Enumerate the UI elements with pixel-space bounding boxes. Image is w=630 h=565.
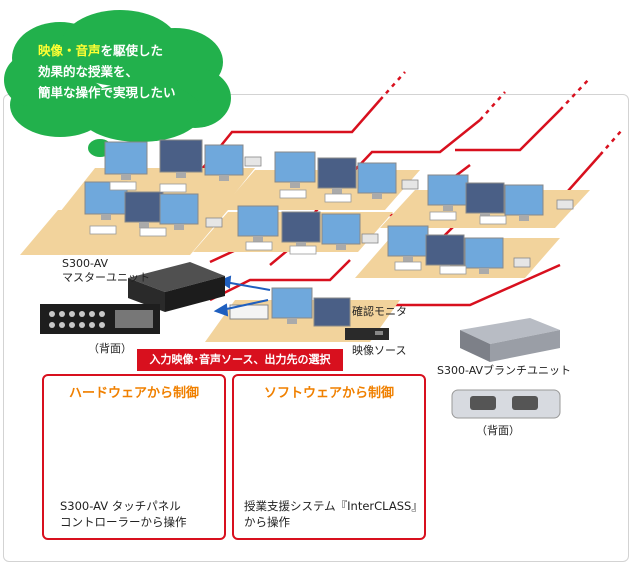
pc-monitors bbox=[84, 139, 544, 327]
video-source-label: 映像ソース bbox=[352, 344, 407, 357]
hardware-caption: S300-AV タッチパネル コントローラーから操作 bbox=[60, 498, 187, 530]
master-unit-back bbox=[40, 304, 160, 334]
back-label-right: （背面） bbox=[476, 424, 520, 437]
small-branch-boxes bbox=[205, 156, 574, 268]
bubble-line3: 簡単な操作で実現したい bbox=[38, 85, 176, 100]
master-unit-label-2: マスターユニット bbox=[62, 271, 150, 284]
bubble-line1: を駆使した bbox=[100, 43, 164, 58]
branch-unit bbox=[460, 318, 560, 362]
hardware-control-box: ハードウェアから制御 S300-AV タッチパネル コントローラーから操作 bbox=[42, 374, 226, 540]
bubble-highlight: 映像・音声 bbox=[38, 43, 101, 58]
hardware-title: ハードウェアから制御 bbox=[68, 386, 199, 401]
software-caption-2: から操作 bbox=[244, 515, 290, 529]
network-dashes bbox=[379, 71, 623, 156]
branch-unit-back bbox=[451, 389, 561, 419]
bubble-line2: 効果的な授業を、 bbox=[38, 64, 139, 79]
software-control-box: ソフトウェアから制御 授業支援システム『InterCLASS』 から操作 bbox=[232, 374, 426, 540]
hardware-caption-2: コントローラーから操作 bbox=[60, 515, 187, 529]
confirm-monitor-label: 確認モニタ bbox=[352, 305, 407, 318]
speech-bubble bbox=[4, 10, 231, 167]
software-caption: 授業支援システム『InterCLASS』 から操作 bbox=[244, 498, 423, 530]
software-title: ソフトウェアから制御 bbox=[263, 386, 394, 401]
branch-unit-label: S300-AVブランチユニット bbox=[437, 364, 572, 377]
master-unit bbox=[128, 262, 225, 312]
source-select-banner: 入力映像･音声ソース、出力先の選択 bbox=[137, 349, 343, 371]
bubble-message: 映像・音声を駆使した 効果的な授業を、 簡単な操作で実現したい bbox=[38, 40, 213, 103]
keyboards bbox=[89, 181, 507, 275]
software-caption-1: 授業支援システム『InterCLASS』 bbox=[244, 499, 423, 513]
hardware-caption-1: S300-AV タッチパネル bbox=[60, 499, 181, 513]
video-source-device bbox=[345, 328, 389, 340]
back-label-left: （背面） bbox=[88, 342, 132, 355]
master-unit-label-1: S300-AV bbox=[62, 257, 109, 270]
